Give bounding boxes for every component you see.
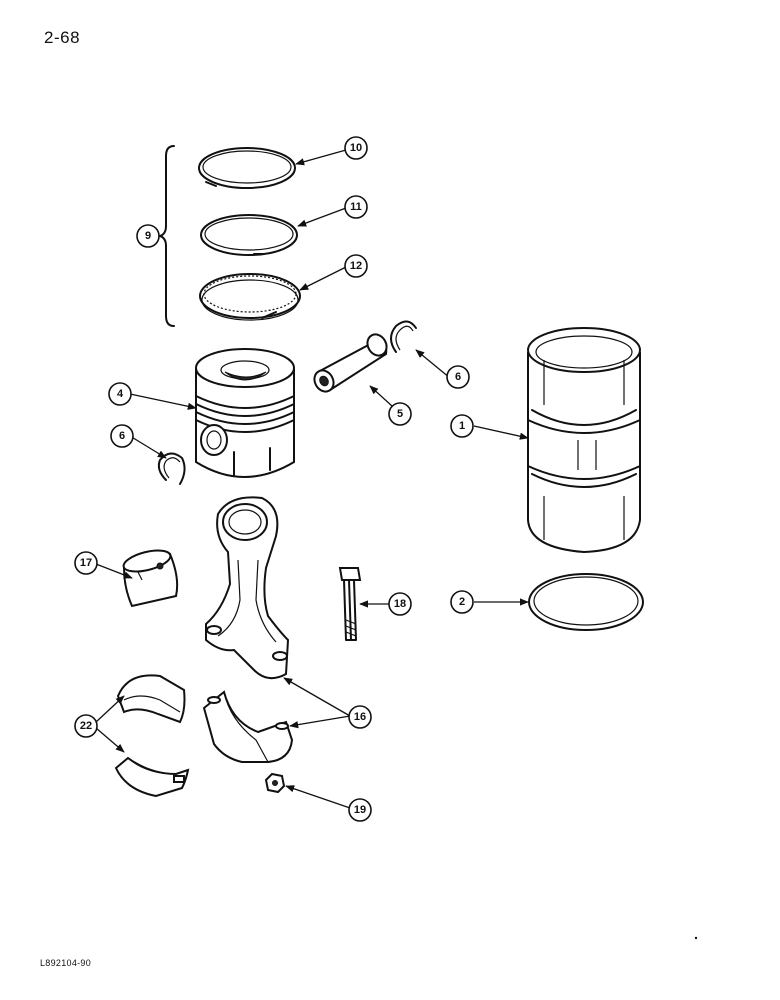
callout-2: 2 bbox=[450, 590, 474, 614]
oil-control-ring bbox=[199, 273, 301, 321]
svg-text:12: 12 bbox=[350, 260, 362, 272]
callout-12: 12 bbox=[344, 254, 368, 278]
ring-set-bracket bbox=[159, 145, 175, 327]
callout-17: 17 bbox=[74, 551, 98, 575]
svg-text:1: 1 bbox=[459, 420, 465, 432]
svg-text:6: 6 bbox=[455, 371, 461, 383]
callout-10: 10 bbox=[344, 136, 368, 160]
leader-lines bbox=[95, 149, 529, 809]
piston-pin-bushing bbox=[122, 549, 179, 608]
callout-18: 18 bbox=[388, 592, 412, 616]
svg-text:17: 17 bbox=[80, 557, 92, 569]
rod-bearing-upper bbox=[116, 674, 186, 724]
piston-ring-second bbox=[200, 214, 298, 256]
page-number: 2-68 bbox=[44, 28, 81, 47]
svg-text:10: 10 bbox=[350, 142, 362, 154]
svg-text:16: 16 bbox=[354, 711, 366, 723]
drawing-code: L892104-90 bbox=[40, 958, 92, 968]
svg-text:19: 19 bbox=[354, 804, 366, 816]
callout-22: 22 bbox=[74, 714, 98, 738]
svg-text:6: 6 bbox=[119, 430, 125, 442]
svg-text:22: 22 bbox=[80, 720, 92, 732]
callout-6-lower: 6 bbox=[110, 424, 134, 448]
stray-mark bbox=[694, 936, 698, 940]
svg-text:11: 11 bbox=[350, 201, 362, 213]
rod-bolt bbox=[338, 567, 362, 641]
svg-text:18: 18 bbox=[394, 598, 406, 610]
cylinder-liner bbox=[527, 327, 641, 554]
svg-text:2: 2 bbox=[459, 596, 465, 608]
piston-pin bbox=[313, 333, 388, 393]
callout-19: 19 bbox=[348, 798, 372, 822]
svg-text:9: 9 bbox=[145, 230, 151, 242]
snap-ring-lower bbox=[157, 452, 186, 485]
connecting-rod bbox=[205, 496, 290, 680]
piston-ring-top bbox=[198, 147, 296, 189]
callout-11: 11 bbox=[344, 195, 368, 219]
liner-seal-ring bbox=[528, 573, 644, 631]
callout-9: 9 bbox=[136, 224, 160, 248]
callout-16: 16 bbox=[348, 705, 372, 729]
rod-nut bbox=[264, 772, 286, 794]
snap-ring-upper bbox=[390, 320, 417, 353]
svg-text:4: 4 bbox=[117, 388, 124, 400]
callout-4: 4 bbox=[108, 382, 132, 406]
svg-text:5: 5 bbox=[397, 408, 403, 420]
piston bbox=[195, 348, 295, 478]
rod-bearing-lower bbox=[114, 756, 190, 798]
callout-5: 5 bbox=[388, 402, 412, 426]
callout-6-upper: 6 bbox=[446, 365, 470, 389]
callout-1: 1 bbox=[450, 414, 474, 438]
connecting-rod-cap bbox=[202, 690, 294, 763]
